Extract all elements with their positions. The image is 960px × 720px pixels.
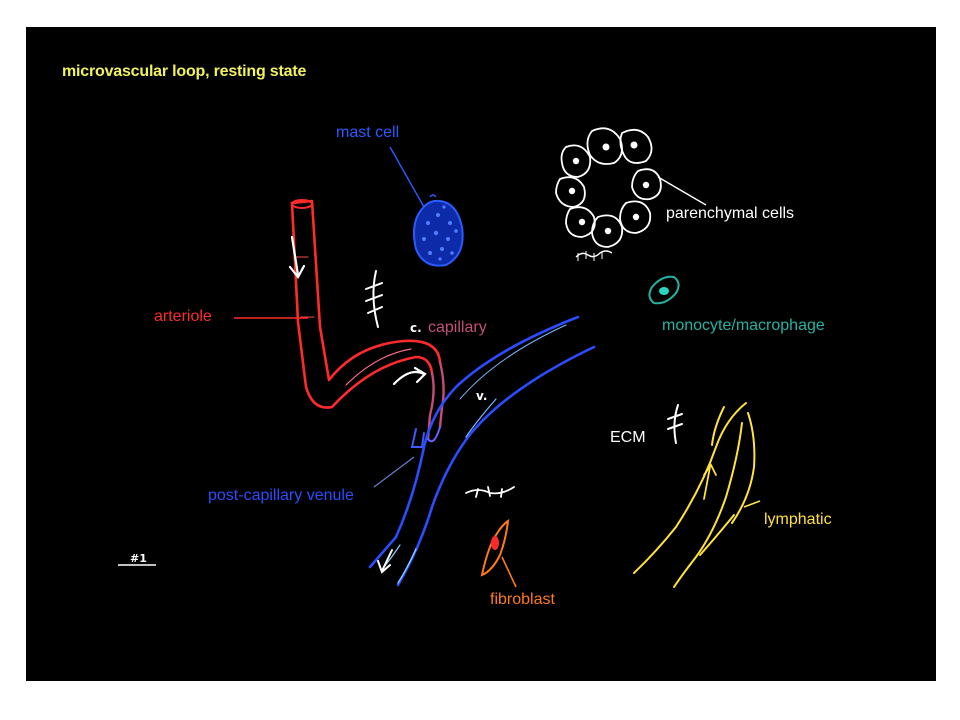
lymphatic-flow-arrow-icon (703, 463, 717, 500)
slide: microvascular loop, resting state mast c… (26, 27, 936, 681)
monocyte-macrophage-label: monocyte/macrophage (662, 317, 825, 334)
venule-vessel (368, 315, 596, 587)
microvascular-diagram (118, 127, 761, 588)
mast-cell-leader-line (389, 146, 425, 208)
arteriole-vessel (290, 199, 442, 409)
lymphatic-vessel (633, 402, 756, 588)
fibroblast-leader-line (501, 556, 517, 588)
arteriole-flow-arrow-icon (288, 235, 306, 279)
venule-leader-line (373, 456, 415, 488)
arteriole-label: arteriole (154, 308, 212, 325)
lymphatic-label: lymphatic (764, 511, 832, 528)
monocyte-macrophage-cell (648, 275, 680, 305)
parenchymal-cells-leader-line (657, 176, 707, 206)
capillary-label: capillary (428, 319, 487, 336)
lymphatic-leader-line (743, 500, 761, 508)
post-capillary-venule-label: post-capillary venule (208, 487, 354, 504)
page-title: microvascular loop, resting state (62, 63, 307, 80)
slide-number: #1 (130, 552, 147, 565)
venule-mark: v. (476, 389, 488, 403)
capillary-vessel (410, 360, 445, 448)
ecm-label: ECM (610, 429, 646, 446)
mast-cell (413, 194, 464, 267)
fibroblast-label: fibroblast (490, 591, 555, 608)
capillary-mark: c. (410, 321, 422, 335)
capillary-flow-arrow-icon (392, 366, 427, 386)
mast-cell-label: mast cell (336, 124, 400, 141)
fibroblast-cell (480, 518, 510, 577)
venule-flow-arrow-icon (377, 549, 393, 574)
parenchymal-cells-label: parenchymal cells (666, 205, 795, 222)
fiber-strand-icon (465, 486, 515, 498)
ecm-fiber-small-icon (667, 404, 683, 444)
parenchymal-cells (555, 127, 662, 261)
ecm-fiber-icon (365, 270, 383, 328)
